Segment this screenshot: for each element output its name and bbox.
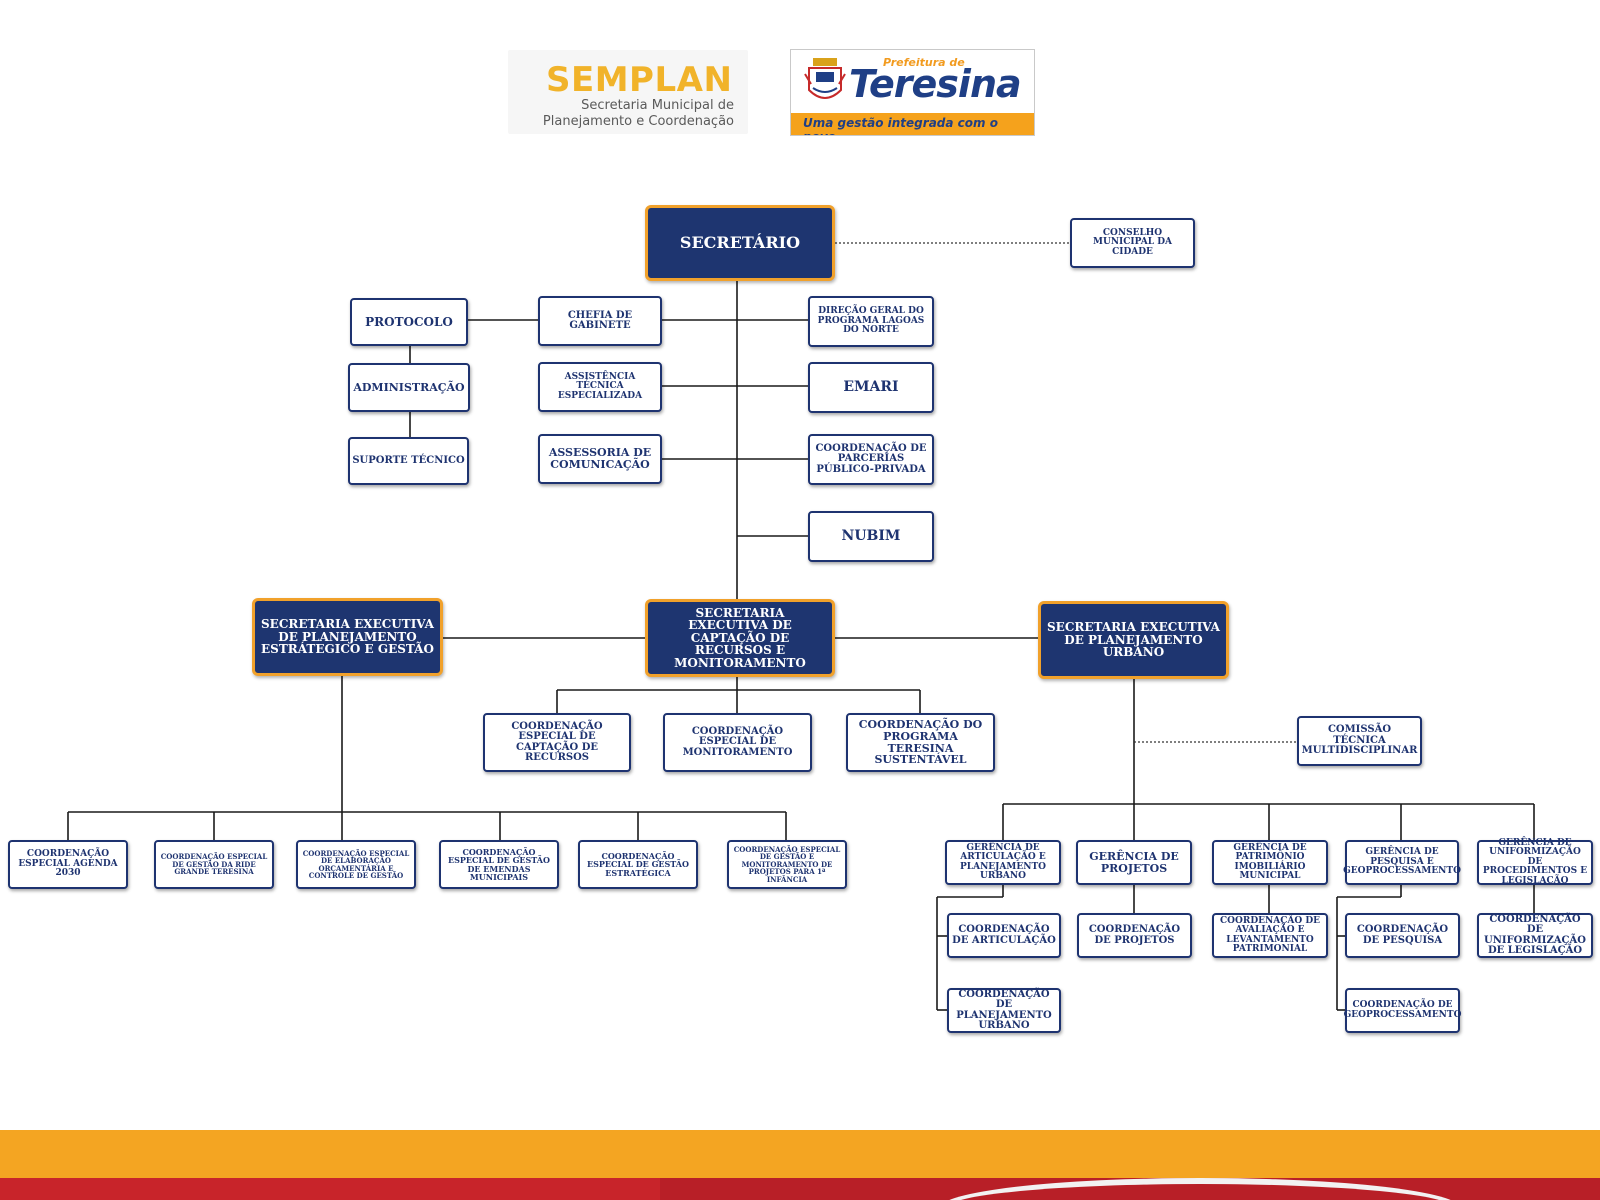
- city-crest-icon: [804, 58, 846, 99]
- teresina-slogan: Uma gestão integrada com o povo.: [803, 116, 998, 135]
- emari-box: EMARI: [808, 362, 934, 413]
- parcerias-box: COORDENAÇÃO DE PARCERIAS PÚBLICO-PRIVADA: [808, 434, 934, 485]
- coord-primeira-infancia-box: COORDENAÇÃO ESPECIAL DE GESTÃO E MONITOR…: [727, 840, 847, 889]
- coord-estrategica-box: COORDENAÇÃO ESPECIAL DE GESTÃO ESTRATÉGI…: [578, 840, 698, 889]
- comissao-tecnica-box: COMISSÃO TÉCNICA MULTIDISCIPLINAR: [1297, 716, 1422, 766]
- coord-emendas-box: COORDENAÇÃO ESPECIAL DE GESTÃO DE EMENDA…: [439, 840, 559, 889]
- coord-geoprocessamento-box: COORDENAÇÃO DE GEOPROCESSAMENTO: [1344, 988, 1461, 1033]
- teresina-logo: Prefeitura de Teresina Uma gestão integr…: [790, 49, 1035, 136]
- sec-exec-captacao-box: SECRETARIA EXECUTIVA DE CAPTAÇÃO DE RECU…: [645, 599, 835, 677]
- conselho-box: CONSELHO MUNICIPAL DA CIDADE: [1070, 218, 1195, 268]
- assistencia-tecnica-box: ASSISTÊNCIA TÉCNICA ESPECIALIZADA: [538, 362, 662, 412]
- ger-articulacao-box: GERÊNCIA DE ARTICULAÇÃO E PLANEJAMENTO U…: [945, 840, 1061, 885]
- ger-uniformizacao-box: GERÊNCIA DE UNIFORMIZAÇÃO DE PROCEDIMENT…: [1477, 838, 1593, 885]
- coord-pesquisa-box: COORDENAÇÃO DE PESQUISA: [1345, 913, 1460, 958]
- coord-plan-urbano-box: COORDENAÇÃO DE PLANEJAMENTO URBANO: [947, 988, 1061, 1033]
- coord-teresina-sustentavel-box: COORDENAÇÃO DO PROGRAMA TERESINA SUSTENT…: [846, 713, 995, 772]
- coord-avaliacao-box: COORDENAÇÃO DE AVALIAÇÃO E LEVANTAMENTO …: [1212, 913, 1328, 958]
- teresina-slogan-bar: Uma gestão integrada com o povo.: [791, 113, 1034, 135]
- semplan-logo: SEMPLAN Secretaria Municipal de Planejam…: [508, 50, 748, 134]
- ger-pesquisa-box: GERÊNCIA DE PESQUISA E GEOPROCESSAMENTO: [1343, 840, 1461, 885]
- secretario-box: SECRETÁRIO: [645, 205, 835, 281]
- semplan-subtitle-line2: Planejamento e Coordenação: [542, 114, 734, 129]
- sec-exec-planejamento-estrategico-box: SECRETARIA EXECUTIVA DE PLANEJAMENTO EST…: [252, 598, 443, 676]
- teresina-name: Teresina: [849, 62, 1022, 106]
- coord-orcamentaria-box: COORDENAÇÃO ESPECIAL DE ELABORAÇÃO ORÇAM…: [296, 840, 416, 889]
- suporte-tecnico-box: SUPORTE TÉCNICO: [348, 437, 469, 485]
- ger-patrimonio-box: GERÊNCIA DE PATRIMÔNIO IMOBILIÁRIO MUNIC…: [1212, 840, 1328, 885]
- direcao-lagoas-box: DIREÇÃO GERAL DO PROGRAMA LAGOAS DO NORT…: [808, 296, 934, 347]
- coord-agenda2030-box: COORDENAÇÃO ESPECIAL AGENDA 2030: [8, 840, 128, 889]
- footer-red-band: [0, 1178, 1600, 1200]
- protocolo-box: PROTOCOLO: [350, 298, 468, 346]
- semplan-subtitle-line1: Secretaria Municipal de: [581, 98, 734, 113]
- ger-projetos-box: GERÊNCIA DE PROJETOS: [1076, 840, 1192, 885]
- nubim-box: NUBIM: [808, 511, 934, 562]
- coord-ride-box: COORDENAÇÃO ESPECIAL DE GESTÃO DA RIDE G…: [154, 840, 274, 889]
- teresina-prefix: Prefeitura de: [883, 56, 965, 69]
- coord-uniformizacao-box: COORDENAÇÃO DE UNIFORMIZAÇÃO DE LEGISLAÇ…: [1477, 913, 1593, 958]
- semplan-title: SEMPLAN: [546, 60, 733, 100]
- footer-orange-band: [0, 1130, 1600, 1178]
- assessoria-comunicacao-box: ASSESSORIA DE COMUNICAÇÃO: [538, 434, 662, 484]
- coord-captacao-box: COORDENAÇÃO ESPECIAL DE CAPTAÇÃO DE RECU…: [483, 713, 631, 772]
- coord-projetos-box: COORDENAÇÃO DE PROJETOS: [1077, 913, 1192, 958]
- sec-exec-urbano-box: SECRETARIA EXECUTIVA DE PLANEJAMENTO URB…: [1038, 601, 1229, 679]
- semplan-subtitle: Secretaria Municipal de Planejamento e C…: [543, 98, 734, 130]
- chefia-gabinete-box: CHEFIA DE GABINETE: [538, 296, 662, 346]
- administracao-box: ADMINISTRAÇÃO: [348, 363, 470, 412]
- coord-articulacao-box: COORDENAÇÃO DE ARTICULAÇÃO: [947, 913, 1061, 958]
- coord-monitoramento-box: COORDENAÇÃO ESPECIAL DE MONITORAMENTO: [663, 713, 812, 772]
